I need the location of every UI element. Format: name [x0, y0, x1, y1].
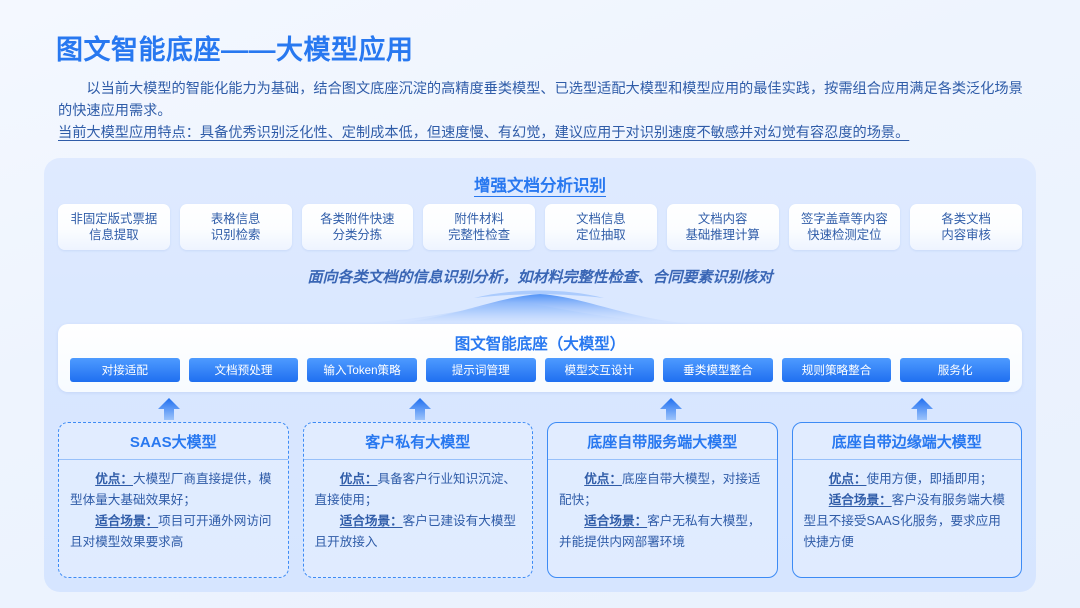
- model-option-title: 客户私有大模型: [303, 423, 532, 460]
- platform-tag[interactable]: 输入Token策略: [307, 358, 417, 382]
- model-option-card[interactable]: 底座自带边缘端大模型 优点：使用方便，即插即用； 适合场景：客户没有服务端大模型…: [791, 422, 1022, 578]
- platform-tag[interactable]: 垂类模型整合: [663, 358, 773, 382]
- scene-label: 适合场景：: [584, 514, 648, 528]
- model-option-scene: 适合场景：客户已建设有大模型且开放接入: [315, 511, 522, 553]
- model-option-pro: 优点：具备客户行业知识沉淀、直接使用；: [315, 469, 522, 511]
- model-option-card[interactable]: SAAS大模型 优点：大模型厂商直接提供，模型体量大基础效果好； 适合场景：项目…: [58, 422, 289, 578]
- up-arrow-icon: [909, 396, 935, 422]
- pro-label: 优点：: [584, 472, 622, 486]
- scene-label: 适合场景：: [339, 514, 403, 528]
- platform-tag[interactable]: 规则策略整合: [781, 358, 892, 382]
- scene-label: 适合场景：: [828, 493, 892, 507]
- pro-text: 大模型厂商直接提供，模型体量大基础效果好；: [70, 472, 272, 507]
- model-option-body: 优点：底座自带大模型，对接适配快； 适合场景：客户无私有大模型，并能提供内网部署…: [548, 460, 777, 553]
- model-option-scene: 适合场景：项目可开通外网访问且对模型效果要求高: [70, 511, 277, 553]
- intro-line-1: 以当前大模型的智能化能力为基础，结合图文底座沉淀的高精度垂类模型、已选型适配大模…: [58, 81, 1023, 119]
- model-option-scene: 适合场景：客户没有服务端大模型且不接受SAAS化服务，要求应用快捷方便: [804, 490, 1011, 553]
- scene-text: 项目可开通外网访问且对模型效果要求高: [70, 514, 272, 549]
- pro-label: 优点：: [339, 472, 378, 486]
- page-title: 图文智能底座——大模型应用: [56, 35, 414, 65]
- capability-card[interactable]: 非固定版式票据 信息提取: [58, 204, 170, 250]
- pro-text: 底座自带大模型，对接适配快；: [559, 472, 761, 507]
- capability-card[interactable]: 文档内容 基础推理计算: [666, 204, 779, 250]
- model-option-body: 优点：具备客户行业知识沉淀、直接使用； 适合场景：客户已建设有大模型且开放接入: [304, 460, 533, 553]
- capability-card[interactable]: 附件材料 完整性检查: [423, 204, 535, 250]
- base-platform-title: 图文智能底座（大模型）: [454, 336, 626, 353]
- pro-text: 具备客户行业知识沉淀、直接使用；: [314, 472, 517, 507]
- capability-card-row: 非固定版式票据 信息提取 表格信息 识别检索 各类附件快速 分类分拣 附件材料 …: [58, 204, 1022, 250]
- base-platform-section: 图文智能底座（大模型） 对接适配 文档预处理 输入Token策略 提示词管理 模…: [58, 324, 1022, 392]
- platform-tag[interactable]: 模型交互设计: [544, 358, 655, 382]
- platform-tag[interactable]: 提示词管理: [425, 358, 536, 382]
- scene-text: 客户没有服务端大模型且不接受SAAS化服务，要求应用快捷方便: [803, 493, 1006, 549]
- model-option-title: SAAS大模型: [59, 423, 288, 460]
- intro-line-2: 当前大模型应用特点：具备优秀识别泛化性、定制成本低，但速度慢、有幻觉，建议应用于…: [58, 125, 910, 141]
- capability-card[interactable]: 各类文档 内容审核: [910, 204, 1022, 250]
- capability-card[interactable]: 文档信息 定位抽取: [545, 204, 657, 250]
- model-option-card[interactable]: 底座自带服务端大模型 优点：底座自带大模型，对接适配快； 适合场景：客户无私有大…: [547, 422, 778, 578]
- model-option-row: SAAS大模型 优点：大模型厂商直接提供，模型体量大基础效果好； 适合场景：项目…: [58, 422, 1022, 578]
- main-panel: 增强文档分析识别 非固定版式票据 信息提取 表格信息 识别检索 各类附件快速 分…: [44, 158, 1036, 592]
- model-option-pro: 优点：大模型厂商直接提供，模型体量大基础效果好；: [70, 469, 277, 511]
- platform-tag[interactable]: 文档预处理: [188, 358, 299, 382]
- up-arrow-icon: [658, 396, 684, 422]
- intro-paragraph: 以当前大模型的智能化能力为基础，结合图文底座沉淀的高精度垂类模型、已选型适配大模…: [58, 78, 1024, 144]
- capability-card[interactable]: 签字盖章等内容 快速检测定位: [788, 204, 901, 250]
- model-option-card[interactable]: 客户私有大模型 优点：具备客户行业知识沉淀、直接使用； 适合场景：客户已建设有大…: [302, 422, 533, 578]
- model-option-pro: 优点：底座自带大模型，对接适配快；: [559, 469, 766, 511]
- scene-text: 客户已建设有大模型且开放接入: [314, 514, 517, 549]
- section-doc-analysis-title: 增强文档分析识别: [44, 172, 1036, 196]
- section-doc-analysis-note: 面向各类文档的信息识别分析，如材料完整性检查、合同要素识别核对: [307, 269, 773, 286]
- model-option-title: 底座自带边缘端大模型: [792, 423, 1021, 460]
- platform-tag[interactable]: 服务化: [900, 358, 1010, 382]
- model-option-body: 优点：大模型厂商直接提供，模型体量大基础效果好； 适合场景：项目可开通外网访问且…: [59, 460, 288, 553]
- capability-card[interactable]: 表格信息 识别检索: [179, 204, 292, 250]
- up-arrow-icon: [156, 396, 182, 422]
- scene-label: 适合场景：: [95, 514, 159, 528]
- pro-label: 优点：: [95, 472, 133, 486]
- pro-label: 优点：: [828, 472, 867, 486]
- up-arrow-icon: [407, 396, 433, 422]
- pro-text: 使用方便，即插即用；: [866, 472, 993, 486]
- section-doc-analysis-title-text: 增强文档分析识别: [474, 177, 606, 195]
- model-option-title: 底座自带服务端大模型: [548, 423, 777, 460]
- scene-text: 客户无私有大模型，并能提供内网部署环境: [559, 514, 761, 549]
- model-option-body: 优点：使用方便，即插即用； 适合场景：客户没有服务端大模型且不接受SAAS化服务…: [793, 460, 1022, 553]
- model-option-pro: 优点：使用方便，即插即用；: [804, 469, 1011, 490]
- model-option-scene: 适合场景：客户无私有大模型，并能提供内网部署环境: [559, 511, 766, 553]
- base-platform-tag-row: 对接适配 文档预处理 输入Token策略 提示词管理 模型交互设计 垂类模型整合…: [70, 358, 1010, 382]
- platform-tag[interactable]: 对接适配: [70, 358, 180, 382]
- capability-card[interactable]: 各类附件快速 分类分拣: [301, 204, 414, 250]
